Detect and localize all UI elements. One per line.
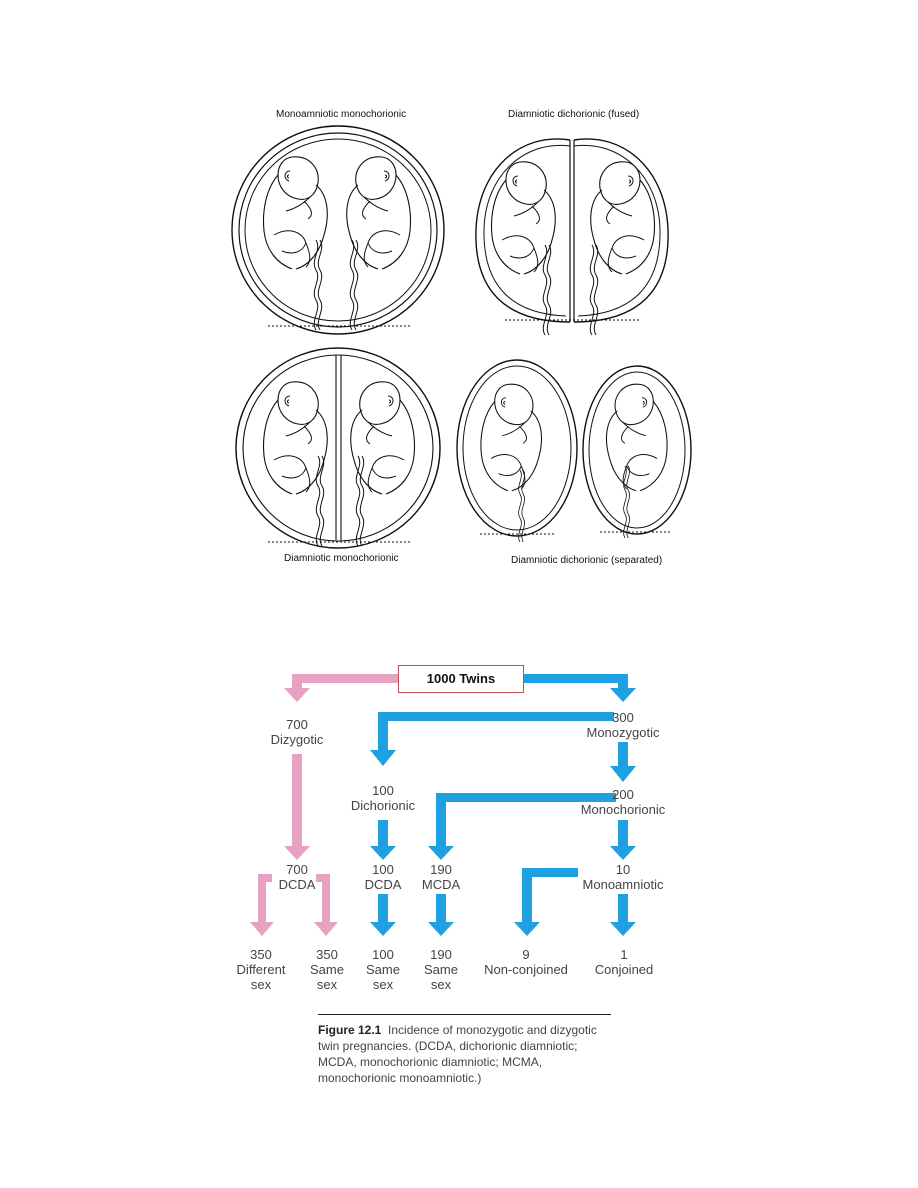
node-value: 190 <box>430 947 452 962</box>
node-label: DCDA <box>364 877 402 892</box>
arrow-mcda-same-sex <box>436 894 446 922</box>
node-monozygotic: 300 Monozygotic <box>578 710 668 740</box>
arrow-root-dizygotic <box>298 674 398 683</box>
leaf-same-sex-dz: 350 Same sex <box>302 947 352 992</box>
node-value: 100 <box>372 947 394 962</box>
node-value: 700 <box>286 717 308 732</box>
arrow-mz-dichorionic <box>378 712 614 721</box>
node-label: sex <box>372 977 394 992</box>
caption-divider <box>318 1014 611 1015</box>
leaf-same-sex-dcda: 100 Same sex <box>358 947 408 992</box>
diamniotic-dichorionic-fused-drawing <box>475 138 669 336</box>
figure-caption: Figure 12.1 Incidence of monozygotic and… <box>318 1022 618 1086</box>
arrow-mc-mcda <box>436 793 616 802</box>
leaf-conjoined: 1 Conjoined <box>584 947 664 977</box>
arrow-dichorionic-dcda <box>378 820 388 848</box>
leaf-non-conjoined: 9 Non-conjoined <box>476 947 576 977</box>
node-label: Monozygotic <box>586 725 660 740</box>
figure-caption-text: Incidence of monozygotic and dizygotic t… <box>318 1023 597 1085</box>
leaf-same-sex-mcda: 190 Same sex <box>416 947 466 992</box>
node-value: 700 <box>286 862 308 877</box>
label-diamniotic-dichorionic-separated: Diamniotic dichorionic (separated) <box>511 555 663 566</box>
arrow-dizygotic-dcda <box>292 754 302 848</box>
node-label: MCDA <box>421 877 461 892</box>
node-label: Different <box>236 962 286 977</box>
arrow-mz-monochorionic <box>618 742 628 768</box>
node-value: 300 <box>612 710 634 725</box>
figure-number: Figure 12.1 <box>318 1023 382 1037</box>
label-monoamniotic-monochorionic: Monoamniotic monochorionic <box>276 109 407 120</box>
node-label: Same <box>366 962 400 977</box>
node-label: Conjoined <box>594 962 654 977</box>
arrow-ma-nonconjoined <box>522 868 578 877</box>
node-label: Dichorionic <box>350 798 416 813</box>
node-dichorionic: 100 Dichorionic <box>345 783 421 813</box>
node-value: 350 <box>250 947 272 962</box>
diamniotic-monochorionic-drawing <box>235 347 441 549</box>
node-label: Dizygotic <box>270 732 324 747</box>
node-label: Non-conjoined <box>484 962 568 977</box>
label-diamniotic-dichorionic-fused: Diamniotic dichorionic (fused) <box>508 109 640 120</box>
node-label: sex <box>250 977 272 992</box>
node-label: Same <box>424 962 458 977</box>
arrow-root-monozygotic <box>522 674 626 683</box>
diamniotic-dichorionic-separated-drawing <box>456 359 692 543</box>
node-value: 190 <box>430 862 452 877</box>
node-value: 200 <box>612 787 634 802</box>
arrow-dcda-same-sex <box>378 894 388 922</box>
monoamniotic-monochorionic-drawing <box>231 125 445 335</box>
node-value: 1 <box>620 947 628 962</box>
node-value: 10 <box>615 862 631 877</box>
node-monoamniotic: 10 Monoamniotic <box>574 862 672 892</box>
node-value: 350 <box>316 947 338 962</box>
leaf-different-sex: 350 Different sex <box>228 947 294 992</box>
node-monochorionic: 200 Monochorionic <box>574 787 672 817</box>
node-dcda-monozygotic: 100 DCDA <box>358 862 408 892</box>
node-label: sex <box>430 977 452 992</box>
node-value: 100 <box>372 783 394 798</box>
root-node: 1000 Twins <box>398 665 524 693</box>
node-label: Monoamniotic <box>582 877 664 892</box>
label-diamniotic-monochorionic: Diamniotic monochorionic <box>284 553 399 564</box>
node-dizygotic: 700 Dizygotic <box>262 717 332 747</box>
node-label: DCDA <box>278 877 316 892</box>
node-label: sex <box>316 977 338 992</box>
arrow-mc-monoamniotic <box>618 820 628 848</box>
node-value: 9 <box>522 947 530 962</box>
arrow-ma-conjoined <box>618 894 628 922</box>
node-value: 100 <box>372 862 394 877</box>
node-dcda-dizygotic: 700 DCDA <box>272 862 322 892</box>
node-label: Same <box>310 962 344 977</box>
node-mcda: 190 MCDA <box>416 862 466 892</box>
node-label: Monochorionic <box>580 802 666 817</box>
